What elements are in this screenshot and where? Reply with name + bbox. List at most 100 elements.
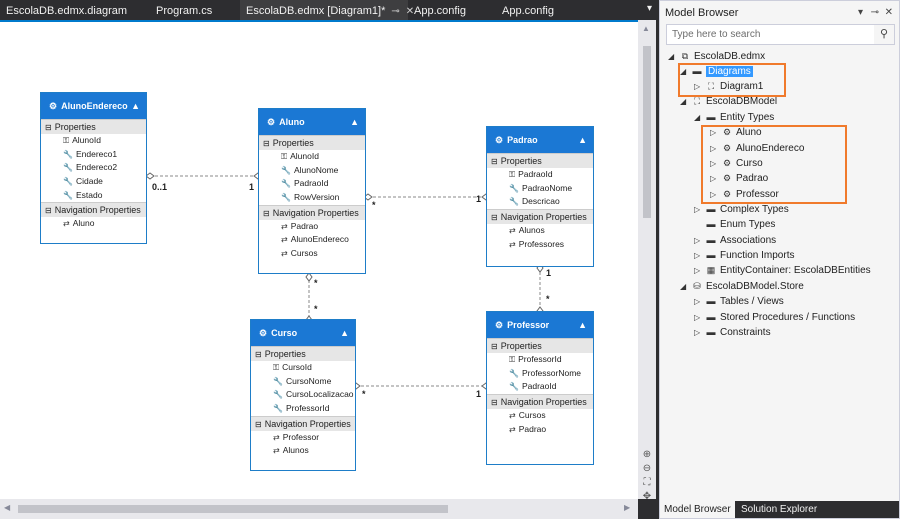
collapsed-icon[interactable]: ▷ xyxy=(694,297,701,306)
tree-item-entity[interactable]: ▷⚙Aluno xyxy=(710,125,762,140)
pin-icon[interactable]: ⊸ xyxy=(391,6,400,17)
scroll-right-icon[interactable]: ▶ xyxy=(624,503,631,512)
collapse-box-icon[interactable]: ⊟ xyxy=(255,419,262,429)
tab-dropdown-icon[interactable]: ▾ xyxy=(646,3,652,14)
property-row[interactable]: ⚿CursoId xyxy=(251,361,355,375)
property-row[interactable]: 🔧ProfessorId xyxy=(251,402,355,416)
expanded-icon[interactable]: ◢ xyxy=(668,52,675,61)
tree-item-model[interactable]: ◢⛶EscolaDBModel xyxy=(680,94,777,109)
tab-program-cs[interactable]: Program.cs xyxy=(150,0,240,20)
tree-item-entity[interactable]: ▷⚙Curso xyxy=(710,156,763,171)
expanded-icon[interactable]: ◢ xyxy=(680,97,687,106)
collapsed-icon[interactable]: ▷ xyxy=(694,251,701,260)
entity-header[interactable]: ⚙AlunoEndereco▲ xyxy=(41,93,146,119)
navigation-header[interactable]: ⊟Navigation Properties xyxy=(259,204,365,220)
tree-item-entity[interactable]: ▷⚙AlunoEndereco xyxy=(710,141,804,156)
collapsed-icon[interactable]: ▷ xyxy=(710,190,717,199)
navigation-header[interactable]: ⊟Navigation Properties xyxy=(41,202,146,218)
collapsed-icon[interactable]: ▷ xyxy=(710,128,717,137)
dropdown-icon[interactable]: ▾ xyxy=(857,7,863,18)
diagram-canvas[interactable]: 0..1 1 * 1 * * 1 * * 1 ⚙AlunoEndereco▲ ⊟… xyxy=(0,20,638,501)
scroll-left-icon[interactable]: ◀ xyxy=(4,503,11,512)
navigation-row[interactable]: ⇄Cursos xyxy=(259,247,365,261)
entity-alunoendereco[interactable]: ⚙AlunoEndereco▲ ⊟Properties ⚿AlunoId 🔧En… xyxy=(40,92,147,244)
properties-header[interactable]: ⊟Properties xyxy=(259,135,365,150)
collapsed-icon[interactable]: ▷ xyxy=(694,313,701,322)
collapsed-icon[interactable]: ▷ xyxy=(694,205,701,214)
property-row[interactable]: 🔧PadraoId xyxy=(259,177,365,191)
collapsed-icon[interactable]: ▷ xyxy=(694,328,701,337)
property-row[interactable]: ⚿AlunoId xyxy=(259,150,365,164)
collapsed-icon[interactable]: ▷ xyxy=(694,82,701,91)
collapse-box-icon[interactable]: ⊟ xyxy=(45,206,52,216)
property-row[interactable]: 🔧ProfessorNome xyxy=(487,367,593,381)
collapse-icon[interactable]: ▲ xyxy=(578,135,587,145)
collapse-box-icon[interactable]: ⊟ xyxy=(491,342,498,351)
property-row[interactable]: 🔧Cidade xyxy=(41,175,146,189)
navigation-header[interactable]: ⊟Navigation Properties xyxy=(251,415,355,431)
expanded-icon[interactable]: ◢ xyxy=(680,67,687,76)
search-icon[interactable]: ⚲ xyxy=(874,25,894,44)
tree-item-diagram1[interactable]: ▷⛶Diagram1 xyxy=(694,79,763,94)
tree-item-entity[interactable]: ▷⚙Padrao xyxy=(710,171,768,186)
navigation-header[interactable]: ⊟Navigation Properties xyxy=(487,209,593,225)
close-icon[interactable]: ✕ xyxy=(884,7,893,18)
tree-item-root[interactable]: ◢⧉EscolaDB.edmx xyxy=(668,49,765,64)
entity-professor[interactable]: ⚙Professor▲ ⊟Properties ⚿ProfessorId 🔧Pr… xyxy=(486,311,594,465)
horizontal-scrollbar[interactable]: ◀ ▶ xyxy=(0,499,638,519)
navigation-row[interactable]: ⇄Professores xyxy=(487,238,593,252)
tree-item-stored-procedures[interactable]: ▷▬Stored Procedures / Functions xyxy=(694,310,855,325)
zoom-fit-icon[interactable]: ⛶ xyxy=(643,477,651,488)
scroll-thumb[interactable] xyxy=(18,505,448,513)
property-row[interactable]: 🔧PadraoId xyxy=(487,380,593,394)
zoom-in-icon[interactable]: ⊕ xyxy=(642,449,652,460)
vertical-scrollbar[interactable]: ▲ xyxy=(638,20,656,499)
collapsed-icon[interactable]: ▷ xyxy=(694,236,701,245)
tree-item-tables-views[interactable]: ▷▬Tables / Views xyxy=(694,294,784,309)
tree-item-entity-types[interactable]: ◢▬Entity Types xyxy=(694,110,774,125)
property-row[interactable]: ⚿AlunoId xyxy=(41,134,146,148)
entity-header[interactable]: ⚙Padrao▲ xyxy=(487,127,593,153)
move-icon[interactable]: ✥ xyxy=(642,491,652,502)
collapse-icon[interactable]: ▲ xyxy=(340,328,349,338)
tree-item-entity[interactable]: ▷⚙Professor xyxy=(710,187,779,202)
navigation-row[interactable]: ⇄Padrao xyxy=(487,423,593,437)
property-row[interactable]: 🔧Estado xyxy=(41,189,146,203)
navigation-row[interactable]: ⇄Professor xyxy=(251,431,355,445)
collapse-box-icon[interactable]: ⊟ xyxy=(491,398,498,408)
property-row[interactable]: 🔧CursoNome xyxy=(251,375,355,389)
scroll-up-icon[interactable]: ▲ xyxy=(642,24,650,33)
tree-item-entity-container[interactable]: ▷▦EntityContainer: EscolaDBEntities xyxy=(694,263,871,278)
collapse-box-icon[interactable]: ⊟ xyxy=(45,123,52,132)
collapsed-icon[interactable]: ▷ xyxy=(710,174,717,183)
property-row[interactable]: ⚿ProfessorId xyxy=(487,353,593,367)
collapse-icon[interactable]: ▲ xyxy=(131,101,140,111)
tab-app-config-1[interactable]: App.config xyxy=(408,0,496,20)
tab-app-config-2[interactable]: App.config xyxy=(496,0,586,20)
entity-header[interactable]: ⚙Professor▲ xyxy=(487,312,593,338)
tab-solution-explorer[interactable]: Solution Explorer xyxy=(737,501,822,518)
pin-icon[interactable]: ⊸ xyxy=(870,7,879,18)
collapse-icon[interactable]: ▲ xyxy=(578,320,587,330)
property-row[interactable]: ⚿PadraoId xyxy=(487,168,593,182)
tree-item-store[interactable]: ◢⛁EscolaDBModel.Store xyxy=(680,279,804,294)
properties-header[interactable]: ⊟Properties xyxy=(41,119,146,134)
zoom-out-icon[interactable]: ⊖ xyxy=(642,463,652,474)
tree-item-constraints[interactable]: ▷▬Constraints xyxy=(694,325,771,340)
expanded-icon[interactable]: ◢ xyxy=(694,113,701,122)
collapse-icon[interactable]: ▲ xyxy=(350,117,359,127)
tree-item-associations[interactable]: ▷▬Associations xyxy=(694,233,776,248)
entity-aluno[interactable]: ⚙Aluno▲ ⊟Properties ⚿AlunoId 🔧AlunoNome … xyxy=(258,108,366,274)
scroll-thumb[interactable] xyxy=(643,46,651,218)
tree-item-function-imports[interactable]: ▷▬Function Imports xyxy=(694,248,794,263)
tree-item-enum-types[interactable]: ▬Enum Types xyxy=(694,217,776,232)
collapse-box-icon[interactable]: ⊟ xyxy=(263,208,270,218)
collapse-box-icon[interactable]: ⊟ xyxy=(491,213,498,223)
property-row[interactable]: 🔧RowVersion xyxy=(259,191,365,205)
navigation-header[interactable]: ⊟Navigation Properties xyxy=(487,394,593,410)
collapse-box-icon[interactable]: ⊟ xyxy=(263,139,270,148)
properties-header[interactable]: ⊟Properties xyxy=(251,346,355,361)
tab-diagram1[interactable]: EscolaDB.edmx [Diagram1]*⊸✕ xyxy=(240,0,414,20)
navigation-row[interactable]: ⇄Cursos xyxy=(487,409,593,423)
search-input[interactable]: Type here to search ⚲ xyxy=(666,24,895,45)
